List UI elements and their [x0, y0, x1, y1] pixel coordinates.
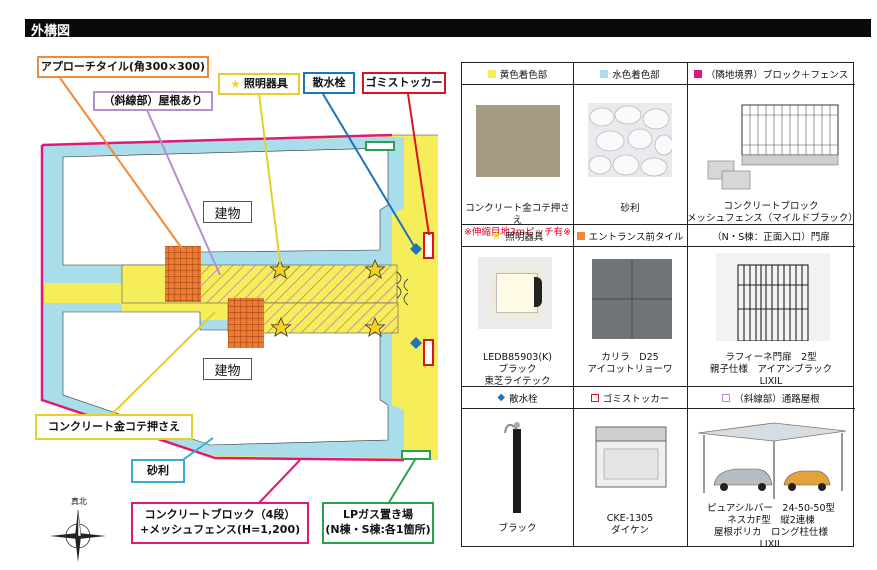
caption-block-fence: コンクリートブロック メッシュフェンス（マイルドブラック） [687, 201, 858, 224]
faucet-south-symbol [410, 337, 422, 349]
caption-concrete: コンクリート金コテ押さえ ※伸縮目地3mピッチ有※ [463, 203, 572, 238]
caption-carport: ピュアシルバー 24-50-50型 ネスカF型 縦2連棟 屋根ポリカ ロング柱仕… [706, 503, 836, 550]
legend-header-lighting: ★ 照明器具 [462, 225, 573, 247]
label-concrete: コンクリート金コテ押さえ [35, 414, 193, 440]
label-block-fence: コンクリートブロック（4段） +メッシュフェンス(H=1,200) [131, 502, 309, 544]
page-title: 外構図 [31, 24, 71, 39]
light-star-3 [270, 316, 292, 338]
legend-header-magenta: （隣地境界）ブロック＋フェンス [687, 63, 855, 85]
garbage-stocker-image [592, 423, 670, 491]
lpgas-north-symbol [365, 141, 395, 151]
gate-image [716, 253, 830, 342]
approach-tile-south [228, 298, 264, 348]
label-gravel: 砂利 [131, 459, 185, 483]
roof-hatch [198, 265, 397, 303]
label-faucet: 散水栓 [303, 72, 355, 94]
blue-diamond-icon: ◆ [497, 392, 506, 403]
block-fence-image [702, 97, 842, 193]
gravel-image [588, 103, 674, 177]
cyan-square-icon [600, 69, 609, 78]
purple-square-outline-icon [722, 393, 731, 402]
caption-lighting: LEDB85903(K) ブラック 東芝ライテック [483, 352, 552, 387]
red-square-outline-icon [590, 393, 599, 402]
title-bar: 外構図 [25, 19, 871, 39]
star-icon: ★ [230, 76, 241, 91]
caption-gravel: 砂利 [620, 203, 640, 214]
concrete-swatch-image [476, 105, 560, 177]
garbage-north-symbol [423, 232, 434, 259]
compass-north-label: 真北 [71, 497, 87, 506]
building-south-label: 建物 [203, 358, 252, 380]
tile-image [592, 259, 672, 339]
legend-header-roof: （斜線部）通路屋根 [687, 387, 855, 409]
caption-faucet: ブラック [498, 523, 537, 534]
legend-header-garbage: ゴミストッカー [573, 387, 687, 409]
caption-gate: ラフィーネ門扉 2型 親子仕様 アイアンブラック LIXIL [709, 352, 833, 387]
legend-header-faucet: ◆ 散水栓 [462, 387, 573, 409]
label-lighting: ★ 照明器具 [218, 73, 300, 95]
light-star-1 [269, 258, 291, 280]
light-star-4 [364, 316, 386, 338]
carport-image [694, 419, 850, 503]
light-fixture-image [478, 257, 552, 329]
magenta-square-icon [693, 69, 702, 78]
orange-square-icon [576, 231, 585, 240]
building-north-label: 建物 [203, 201, 252, 223]
label-lpgas: LPガス置き場 (N棟・S棟:各1箇所) [322, 502, 434, 544]
legend-table: 黄色着色部 水色着色部 （隣地境界）ブロック＋フェンス [461, 62, 858, 550]
label-garbage: ゴミストッカー [362, 72, 446, 94]
legend-header-cyan: 水色着色部 [573, 63, 687, 85]
faucet-image [502, 415, 532, 515]
legend-header-yellow: 黄色着色部 [462, 63, 573, 85]
caption-tile: カリラ D25 アイコットリョーワ [587, 352, 673, 375]
legend-header-tile: エントランス前タイル [573, 225, 687, 247]
legend-header-gate: （N・S棟：正面入口）門扉 [687, 225, 855, 247]
light-star-2 [364, 258, 386, 280]
approach-tile-north [165, 246, 201, 302]
star-icon: ★ [491, 229, 502, 242]
compass-rose-icon [50, 509, 106, 562]
caption-garbage: CKE-1305 ダイケン [606, 513, 654, 536]
yellow-square-icon [487, 69, 496, 78]
garbage-south-symbol [423, 339, 434, 366]
label-roof: （斜線部）屋根あり [93, 91, 213, 111]
lpgas-south-symbol [401, 450, 431, 460]
label-approach-tile: アプローチタイル(角300×300) [37, 56, 209, 78]
